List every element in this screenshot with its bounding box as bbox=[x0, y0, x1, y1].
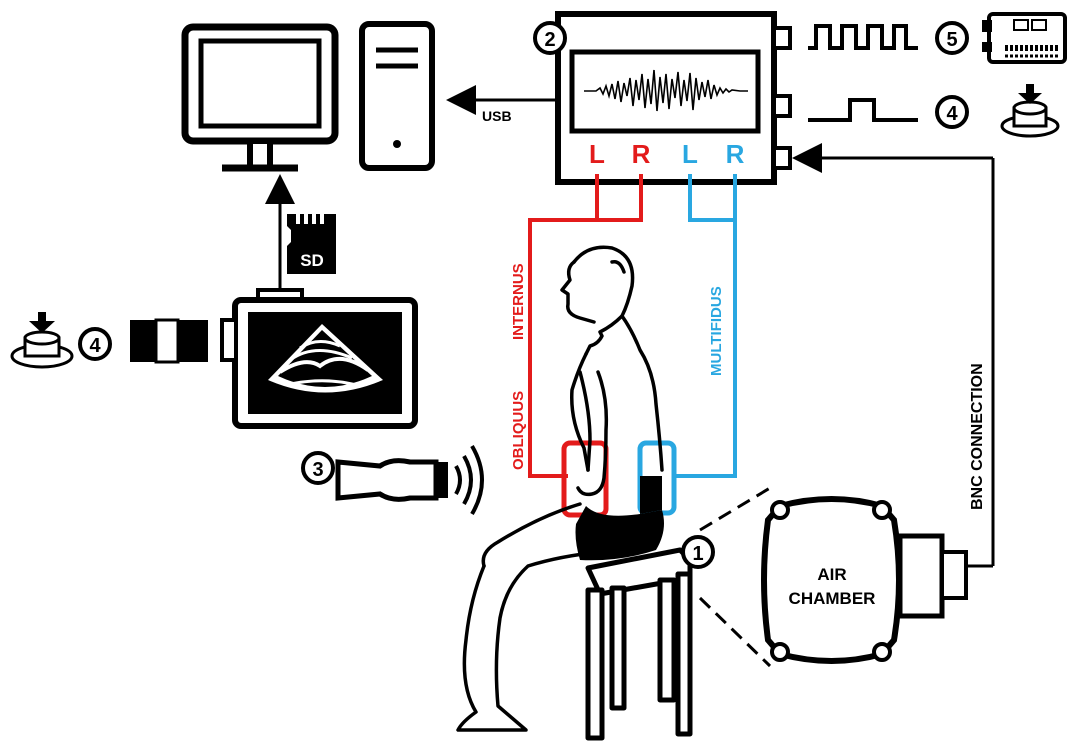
internus-label: INTERNUS bbox=[510, 263, 527, 340]
computer-tower-icon bbox=[359, 21, 435, 171]
marker-3: 3 bbox=[301, 451, 335, 485]
svg-text:1: 1 bbox=[692, 543, 703, 565]
marker-4-left: 4 bbox=[78, 327, 112, 361]
monitor-icon bbox=[181, 23, 339, 172]
usb-connection: USB bbox=[446, 85, 556, 124]
ultrasound-image bbox=[268, 324, 383, 393]
usb-label: USB bbox=[482, 108, 512, 124]
push-button-icon-left bbox=[10, 312, 74, 369]
bnc-connection-line: BNC CONNECTION bbox=[792, 143, 995, 568]
emg-signal-waveform bbox=[584, 69, 748, 112]
marker-4-right: 4 bbox=[935, 95, 969, 129]
channel-r-blue: R bbox=[726, 139, 745, 169]
sd-card-icon: SD bbox=[287, 214, 336, 274]
svg-text:3: 3 bbox=[312, 459, 323, 481]
chair-icon bbox=[585, 547, 693, 741]
air-chamber-label-line2: CHAMBER bbox=[789, 589, 876, 608]
obliquus-label: OBLIQUUS bbox=[510, 391, 527, 470]
air-chamber-label-line1: AIR bbox=[817, 565, 846, 584]
single-pulse-signal bbox=[808, 98, 918, 122]
marker-5: 5 bbox=[935, 21, 969, 55]
multifidus-label: MULTIFIDUS bbox=[708, 286, 725, 376]
channel-r-red: R bbox=[632, 139, 651, 169]
pulse-train-signal bbox=[808, 24, 918, 50]
zoom-line-bottom bbox=[698, 596, 772, 668]
bnc-connection-label: BNC CONNECTION bbox=[969, 363, 986, 510]
person-shorts bbox=[575, 506, 664, 561]
trigger-pulse-bars bbox=[130, 318, 208, 364]
svg-text:2: 2 bbox=[544, 29, 555, 51]
trigger-port-5 bbox=[772, 26, 792, 50]
svg-text:4: 4 bbox=[89, 335, 101, 357]
svg-text:5: 5 bbox=[946, 29, 957, 51]
air-chamber: AIR CHAMBER bbox=[761, 496, 968, 664]
bnc-port bbox=[772, 146, 792, 170]
zoom-line-top bbox=[699, 486, 771, 532]
emg-amplifier: L R L R bbox=[555, 11, 792, 185]
channel-l-blue: L bbox=[682, 139, 698, 169]
seated-person-figure bbox=[456, 245, 664, 732]
ultrasound-device bbox=[220, 288, 418, 429]
push-button-icon bbox=[1000, 84, 1060, 138]
channel-l-red: L bbox=[589, 139, 605, 169]
sd-label: SD bbox=[300, 251, 324, 270]
marker-1: 1 bbox=[681, 535, 715, 569]
svg-text:4: 4 bbox=[946, 103, 958, 125]
trigger-port-4 bbox=[772, 94, 792, 118]
ultrasound-probe-icon bbox=[335, 444, 484, 516]
microcontroller-board-icon bbox=[982, 12, 1067, 64]
marker-2: 2 bbox=[533, 21, 567, 55]
